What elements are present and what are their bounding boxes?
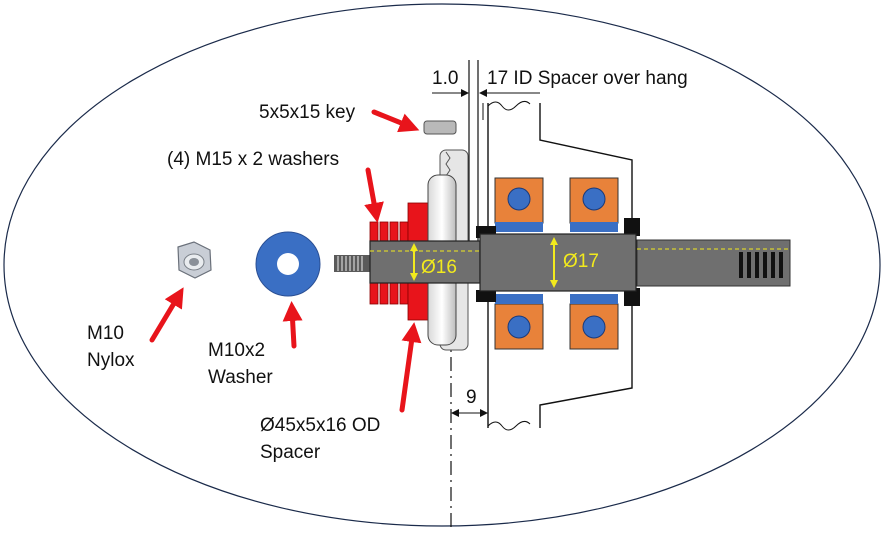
spacer-overhang-label: 17 ID Spacer over hang: [487, 68, 688, 89]
key-part: [423, 120, 457, 135]
threaded-rod: [334, 255, 374, 272]
pointer-arrows: [149, 109, 422, 413]
diameter-arrows: [410, 237, 558, 288]
shaft-d17: [479, 233, 637, 292]
dimension-9-label: 9: [466, 387, 477, 408]
nylox-label-line1: M10: [87, 323, 124, 344]
bearing-blocks: [494, 177, 619, 350]
nylox-nut-icon: [177, 241, 212, 279]
shaft-d16: [369, 240, 481, 284]
od-spacer-label-line2: Spacer: [260, 442, 321, 463]
nylox-label-line2: Nylox: [87, 350, 135, 371]
gap-dimension-label: 1.0: [432, 68, 459, 89]
diameter-17-label: Ø17: [563, 251, 599, 272]
shaft: [636, 239, 791, 287]
key-label: 5x5x15 key: [259, 102, 356, 123]
od-spacer-label-line1: Ø45x5x16 OD: [260, 415, 381, 436]
washer-label-line1: M10x2: [208, 340, 266, 361]
retaining-collars: [476, 218, 640, 306]
washers-label: (4) M15 x 2 washers: [167, 149, 340, 170]
washer-label-line2: Washer: [208, 367, 273, 388]
diameter-16-label: Ø16: [421, 257, 457, 278]
blue-washer-icon: [255, 231, 321, 297]
